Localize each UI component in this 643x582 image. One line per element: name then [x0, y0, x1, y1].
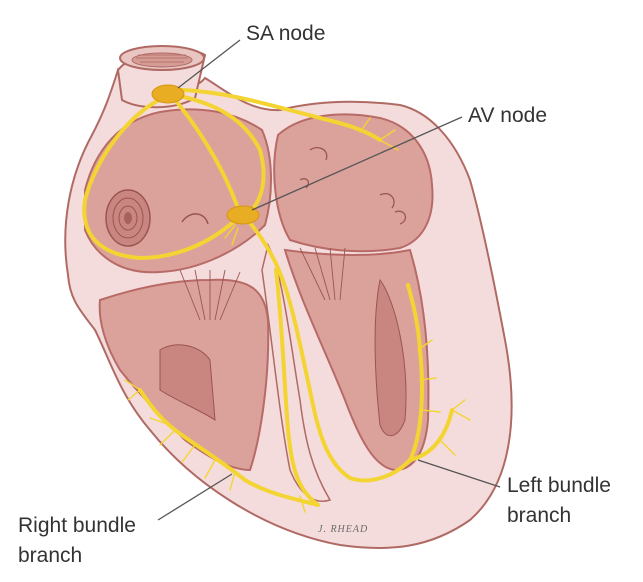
internodal-pathway-anterior [168, 92, 266, 217]
av-node [226, 205, 260, 225]
left-atrium [273, 113, 434, 253]
sa-node-leader [177, 39, 241, 89]
right-bundle-branch-label-line1: Right bundle [18, 514, 136, 537]
purkinje-fibers [124, 117, 471, 513]
left-bundle-branch-path [276, 266, 412, 483]
artist-signature: J. RHEAD [318, 524, 368, 535]
bachmann-bundle [180, 88, 382, 142]
mitral-chordae [299, 247, 346, 301]
left-bundle-leader [417, 459, 501, 488]
atrial-opening [105, 189, 209, 247]
right-bundle-branch-path [243, 268, 320, 507]
pulmonary-veins [299, 146, 407, 225]
right-bundle-branch-label-line2: branch [18, 544, 82, 567]
av-node-leader [251, 116, 463, 211]
sa-node [151, 84, 185, 104]
internodal-pathway-middle [170, 94, 242, 216]
internodal-pathway-posterior [82, 94, 242, 260]
leader-lines [157, 39, 501, 521]
left-bundle-branch-label-line2: branch [507, 504, 571, 527]
tricuspid-chordae [179, 269, 241, 321]
right-bundle-leader [157, 473, 233, 521]
sa-node-label: SA node [246, 22, 325, 45]
av-node-label: AV node [468, 104, 547, 127]
left-bundle-branch-label-line1: Left bundle [507, 474, 611, 497]
